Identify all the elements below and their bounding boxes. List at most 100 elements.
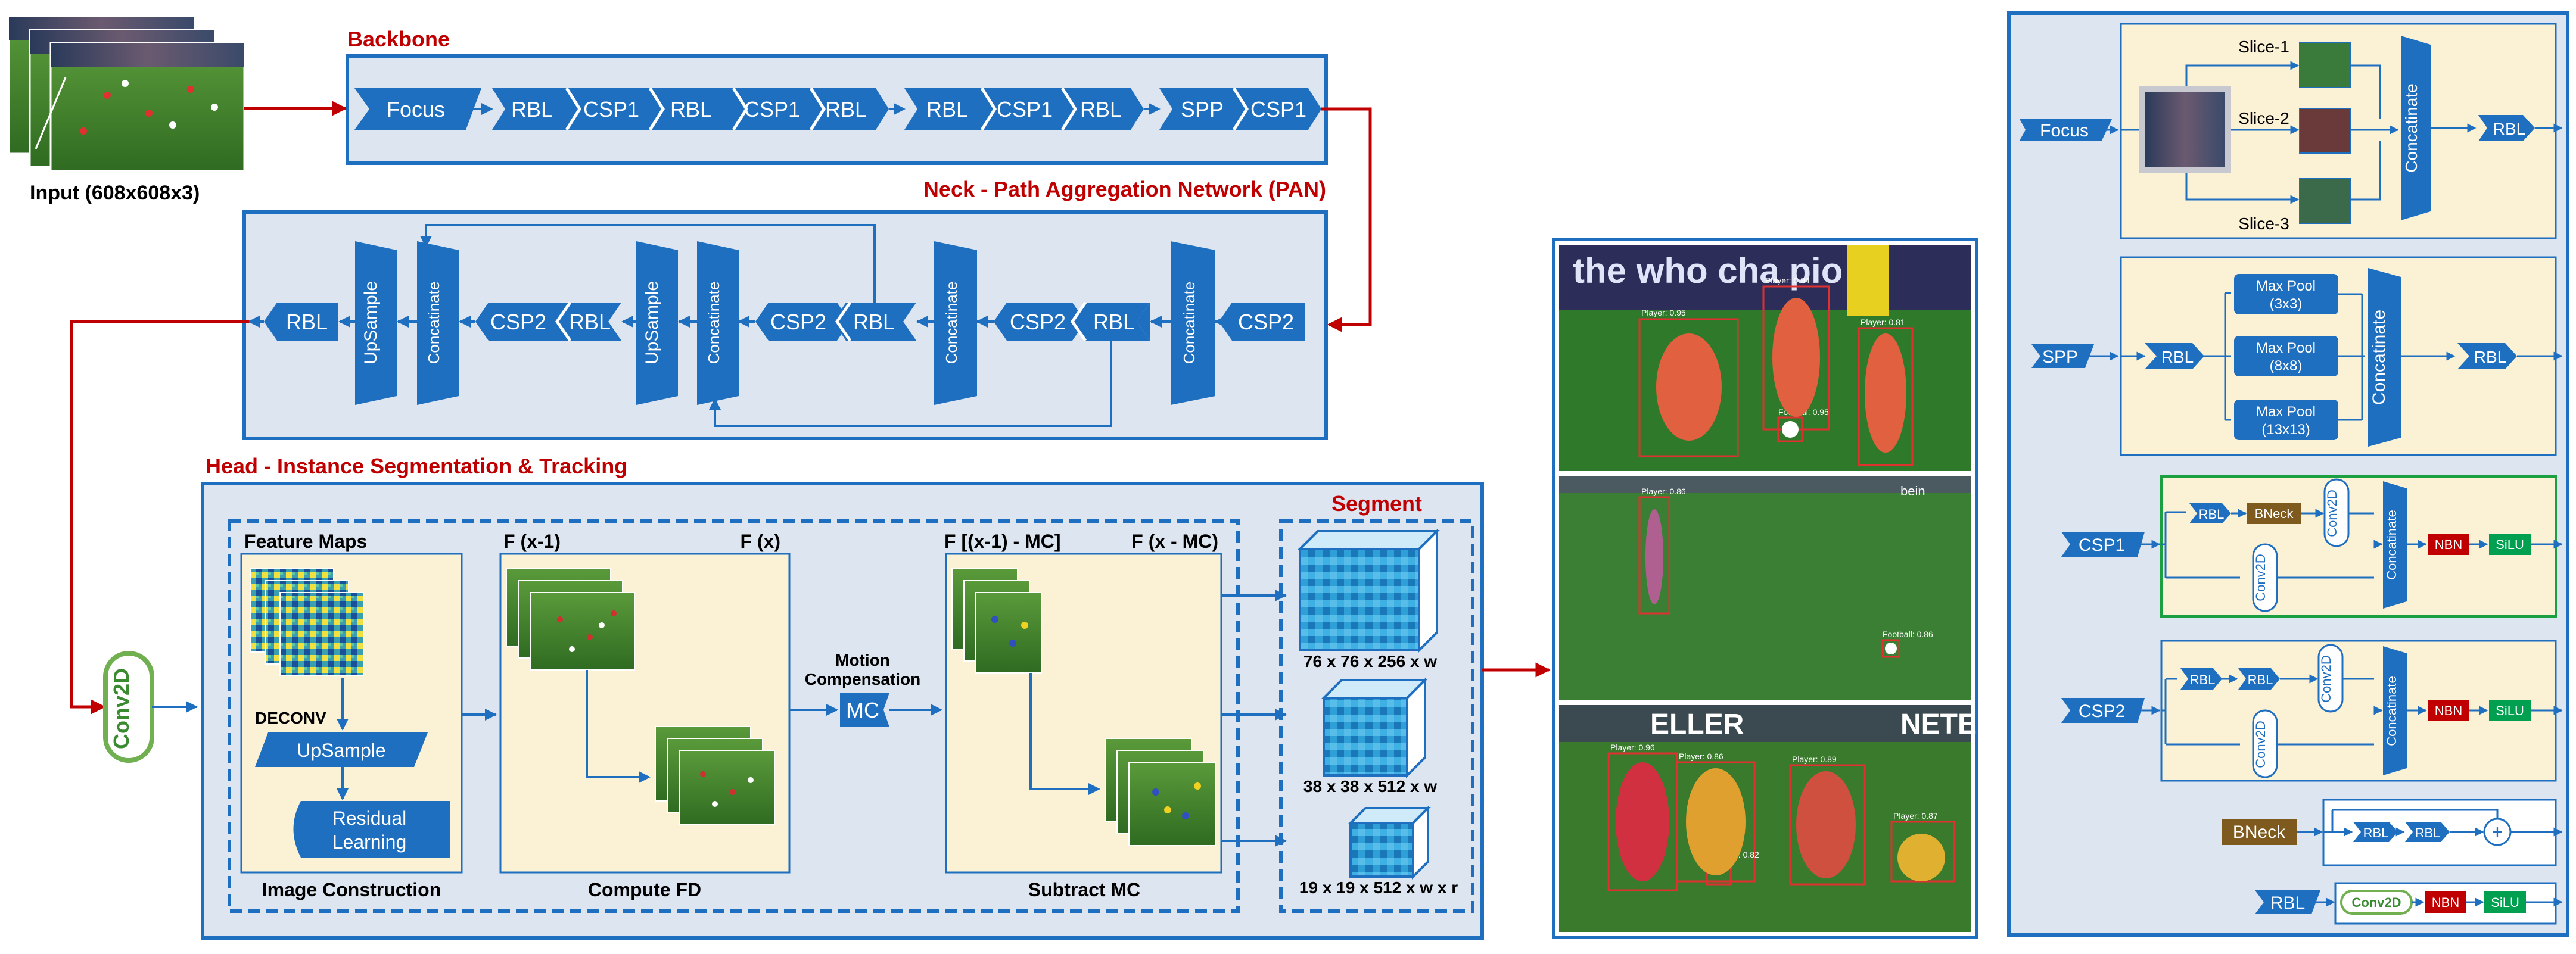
neck-concat-1: Concatinate: [417, 241, 459, 405]
head-title: Head - Instance Segmentation & Tracking: [206, 454, 627, 478]
legend-rbl: RBL Conv2D NBN SiLU: [2255, 882, 2563, 925]
svg-text:Conv2D: Conv2D: [2351, 895, 2401, 910]
svg-text:(3x3): (3x3): [2270, 296, 2303, 312]
svg-text:CSP1: CSP1: [583, 97, 639, 121]
svg-text:F [(x-1) - MC]: F [(x-1) - MC]: [944, 531, 1061, 552]
svg-text:RBL: RBL: [2415, 825, 2441, 840]
conv2d-block: Conv2D: [103, 651, 154, 763]
svg-text:Conv2D: Conv2D: [2253, 721, 2268, 768]
svg-text:RBL: RBL: [670, 97, 712, 121]
svg-text:CSP1: CSP1: [744, 97, 800, 121]
neck-upsample-1: UpSample: [355, 241, 397, 405]
svg-text:Residual: Residual: [332, 808, 407, 829]
svg-text:MC: MC: [846, 698, 879, 722]
svg-text:DECONV: DECONV: [255, 709, 326, 727]
slice-2-image: [2299, 108, 2351, 154]
detection-image-1: the who cha pio Player: 0.95 Player: 0.9…: [1559, 245, 1971, 471]
svg-text:Compensation: Compensation: [805, 670, 920, 688]
svg-text:CSP2: CSP2: [1238, 310, 1294, 334]
svg-text:(13x13): (13x13): [2261, 422, 2310, 438]
neck-csp2-rbl-1: RBL CSP2: [475, 301, 621, 342]
svg-text:NETE: NETE: [1900, 709, 1977, 740]
neck-skip-bottom: [709, 341, 1112, 427]
neck-csp2-rbl-3: RBL CSP2: [994, 301, 1150, 342]
neck-csp2-4: CSP2: [1219, 303, 1305, 341]
backbone-group-3: SPP CSP1: [1159, 87, 1321, 131]
detection-image-2: bein Player: 0.86 Football: 0.86: [1559, 476, 1971, 700]
fd-frames-top: [506, 568, 635, 671]
head-upsample-block: UpSample: [255, 732, 428, 767]
svg-text:RBL: RBL: [2199, 507, 2225, 522]
svg-text:Player: 0.86: Player: 0.86: [1679, 752, 1723, 761]
svg-text:BNeck: BNeck: [2255, 506, 2294, 521]
svg-text:Slice-1: Slice-1: [2238, 38, 2289, 56]
mc-block: MC: [840, 693, 889, 727]
backbone-group-1b: RBL: [809, 87, 889, 131]
legend-spp: SPP RBL Max Pool (3x3) Max Pool (8x8) Ma…: [2031, 256, 2563, 456]
detection-image-3: ELLER NETE Player: 0.96 Player: 0.89 Pla…: [1559, 705, 1977, 932]
svg-text:76 x 76 x 256 x w: 76 x 76 x 256 x w: [1303, 652, 1437, 671]
svg-text:RBL: RBL: [2161, 348, 2194, 366]
svg-text:CSP1: CSP1: [1250, 97, 1306, 121]
svg-text:Focus: Focus: [2040, 121, 2089, 141]
svg-text:NBN: NBN: [2432, 895, 2459, 910]
svg-text:RBL: RBL: [2363, 825, 2389, 840]
image-construction-section: Feature Maps DECONV UpSample Residual Le…: [240, 531, 463, 900]
input-image-stack: [8, 15, 245, 172]
svg-text:the who cha pio: the who cha pio: [1573, 251, 1843, 291]
svg-text:CSP2: CSP2: [490, 310, 546, 334]
svg-text:RBL: RBL: [1080, 97, 1122, 121]
mc-frames-top: [951, 568, 1042, 674]
segment-cube-small: 19 x 19 x 512 x w x r: [1299, 805, 1458, 897]
svg-text:Subtract MC: Subtract MC: [1028, 879, 1140, 900]
neck-skip-top: [420, 224, 876, 303]
svg-text:Player: 0.86: Player: 0.86: [1641, 487, 1686, 496]
svg-text:Football: 0.86: Football: 0.86: [1883, 629, 1933, 639]
segment-cube-medium: 38 x 38 x 512 x w: [1303, 677, 1437, 796]
detection-box: [1638, 285, 1914, 466]
svg-text:SiLU: SiLU: [2496, 537, 2524, 552]
svg-text:bein: bein: [1900, 484, 1925, 498]
slice-3-image: [2299, 178, 2351, 224]
backbone-focus-block: Focus: [354, 88, 481, 130]
svg-text:ELLER: ELLER: [1650, 709, 1744, 740]
spp-maxpool-1: Max Pool (3x3): [2234, 274, 2338, 314]
svg-text:Feature Maps: Feature Maps: [244, 531, 367, 552]
feature-maps-image: [250, 568, 364, 676]
svg-text:RBL: RBL: [2190, 672, 2216, 687]
neck-concat-4: Concatinate: [1171, 241, 1215, 405]
neck-csp2-rbl-2: RBL CSP2: [755, 301, 916, 342]
svg-text:(8x8): (8x8): [2270, 358, 2303, 374]
svg-text:Image Construction: Image Construction: [262, 879, 441, 900]
svg-text:CSP2: CSP2: [770, 310, 826, 334]
svg-text:UpSample: UpSample: [642, 281, 662, 364]
svg-text:RBL: RBL: [2248, 672, 2273, 687]
svg-text:Concatinate: Concatinate: [2384, 676, 2399, 746]
svg-text:Conv2D: Conv2D: [2253, 554, 2268, 601]
neck-rbl-out: RBL: [264, 303, 338, 341]
svg-text:RBL: RBL: [1093, 310, 1135, 334]
backbone-to-neck-arrow: [1321, 107, 1372, 332]
legend-focus: Focus Slice-1 Slice-2 Slice-3 Concatinat…: [2020, 23, 2563, 239]
spp-maxpool-2: Max Pool (8x8): [2234, 336, 2338, 376]
svg-text:Player: 0.95: Player: 0.95: [1641, 308, 1686, 317]
svg-text:Max Pool: Max Pool: [2256, 340, 2316, 356]
svg-text:SiLU: SiLU: [2496, 703, 2524, 718]
subtract-mc-section: F [(x-1) - MC] F (x - MC) Subtract MC: [944, 531, 1222, 900]
segment-section: Segment 76 x 76 x 256 x w 38 x 38 x 512 …: [1297, 491, 1458, 897]
svg-text:Concatinate: Concatinate: [2402, 83, 2421, 172]
backbone-blocks: Focus RBL CSP1 RBL CSP1 RBL RBL CSP1 RBL: [354, 87, 1321, 131]
svg-text:Learning: Learning: [332, 831, 407, 853]
svg-text:Slice-3: Slice-3: [2238, 214, 2289, 233]
input-label: Input (608x608x3): [30, 182, 200, 204]
svg-text:Concatinate: Concatinate: [942, 282, 960, 364]
svg-text:RBL: RBL: [926, 97, 968, 121]
svg-text:Player: 0.94: Player: 0.94: [1765, 276, 1810, 285]
fd-frames-bottom: [655, 726, 775, 825]
svg-text:38 x 38 x 512 x w: 38 x 38 x 512 x w: [1303, 777, 1437, 796]
svg-text:Concatinate: Concatinate: [705, 282, 723, 364]
svg-text:CSP1: CSP1: [997, 97, 1053, 121]
svg-text:SPP: SPP: [1181, 97, 1224, 121]
svg-text:Player: 0.96: Player: 0.96: [1610, 743, 1655, 752]
